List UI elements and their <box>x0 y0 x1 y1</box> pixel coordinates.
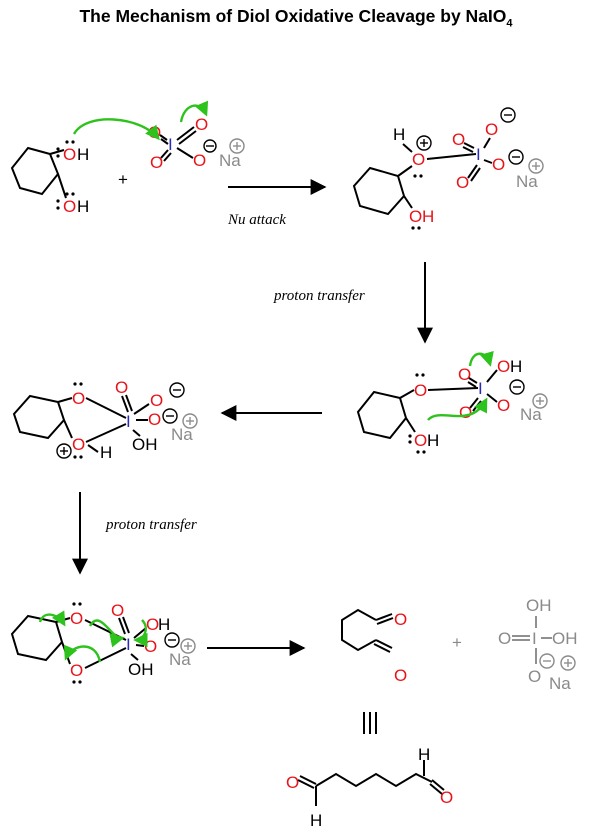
curved-arrow <box>179 100 209 123</box>
oxygen-label: O <box>414 431 427 450</box>
hydroxyl-label: OH <box>132 435 158 454</box>
oxygen-label: O <box>146 615 159 634</box>
caption-proton-transfer-1: proton transfer <box>273 288 365 304</box>
title-text: The Mechanism of Diol Oxidative Cleavage… <box>79 6 507 26</box>
oxygen-label: O <box>459 403 472 422</box>
sodium-label: Na <box>219 151 241 170</box>
oxygen-label: O <box>485 120 498 139</box>
curved-arrow <box>133 619 148 648</box>
iodine-label: I <box>126 635 131 654</box>
hydrogen-label: H <box>422 207 434 226</box>
oxygen-label: O <box>412 150 425 169</box>
oxygen-label: O <box>63 197 76 216</box>
curved-arrow <box>63 644 102 663</box>
dialdehyde-product-linear: O H H O <box>286 745 453 830</box>
oxygen-label: O <box>414 381 427 400</box>
oxygen-label: O <box>148 410 161 429</box>
caption-nu-attack: Nu attack <box>227 212 286 228</box>
oxygen-label: O <box>456 173 469 192</box>
oxygen-label: O <box>497 396 510 415</box>
oxygen-label: O <box>492 155 505 174</box>
sodium-label: Na <box>171 425 193 444</box>
title-subscript: 4 <box>506 17 513 30</box>
hydrogen-label: H <box>77 145 89 164</box>
hydrogen-label: H <box>158 615 170 634</box>
oxygen-label: O <box>193 151 206 170</box>
cyclohexane-ring <box>356 390 408 440</box>
oxygen-label: O <box>72 389 85 408</box>
curved-arrow <box>72 118 160 141</box>
oxygen-label: O <box>452 130 465 149</box>
oxygen-label: O <box>111 601 124 620</box>
hydroxyl-label: OH <box>128 660 154 679</box>
oxygen-label: O <box>63 145 76 164</box>
iodic-acid-byproduct: OH O I OH O Na <box>498 596 578 693</box>
diagram-title: The Mechanism of Diol Oxidative Cleavage… <box>0 6 592 30</box>
dialdehyde-product-skeletal: O O <box>341 608 407 685</box>
cyclohexane-ring <box>12 394 66 440</box>
intermediate-adduct-1: H O I O O O O Na O H <box>352 107 544 230</box>
oxygen-label: O <box>195 115 208 134</box>
hydrogen-label: H <box>427 431 439 450</box>
oxygen-label: O <box>150 391 163 410</box>
iodine-label: I <box>476 145 481 164</box>
diol-reactant: O H O H <box>10 140 89 216</box>
cyclohexane-ring <box>10 146 60 196</box>
sodium-label: Na <box>516 172 538 191</box>
oxygen-label: O <box>409 207 422 226</box>
oxygen-label: O <box>286 773 299 792</box>
hydroxyl-label: OH <box>526 596 552 615</box>
oxygen-label: O <box>394 666 407 685</box>
sodium-label: Na <box>549 674 571 693</box>
iodine-label: I <box>478 379 483 398</box>
sodium-label: Na <box>520 405 542 424</box>
equivalence-sign <box>363 712 377 734</box>
curved-arrow <box>88 619 125 648</box>
sodium-label: Na <box>169 650 191 669</box>
hydrogen-label: H <box>510 357 522 376</box>
iodine-label: I <box>532 629 537 648</box>
cyclic-periodate-ester: O O I O O O OH Na H <box>12 378 198 462</box>
cyclohexane-ring <box>352 166 406 216</box>
caption-proton-transfer-2: proton transfer <box>105 517 197 533</box>
oxygen-label: O <box>394 610 407 629</box>
oxygen-label: O <box>458 365 471 384</box>
fragmentation-complex: O O I O O H O OH Na <box>10 601 196 684</box>
oxygen-label: O <box>150 153 163 172</box>
periodate-reactant: I O O O O Na <box>148 115 245 172</box>
hydroxyl-label: OH <box>552 629 578 648</box>
cyclohexane-ring <box>10 614 64 662</box>
oxygen-label: O <box>148 123 161 142</box>
iodine-label: I <box>126 412 131 431</box>
oxygen-label: O <box>144 637 157 656</box>
carbon-chain <box>315 772 433 788</box>
oxygen-label: O <box>498 629 511 648</box>
curved-arrow <box>468 350 494 367</box>
oxygen-label: O <box>528 667 541 686</box>
oxygen-label: O <box>72 435 85 454</box>
hydrogen-label: H <box>100 443 112 462</box>
oxygen-label: O <box>70 609 83 628</box>
hydrogen-label: H <box>393 125 405 144</box>
carbon-chain <box>341 608 377 652</box>
hydrogen-label: H <box>77 197 89 216</box>
hydrogen-label: H <box>310 811 322 830</box>
curved-arrow <box>38 610 66 627</box>
iodine-label: I <box>168 135 173 154</box>
hydrogen-label: H <box>418 745 430 764</box>
intermediate-adduct-2: O I O O H O O Na O H <box>356 357 548 454</box>
plus-sign: + <box>452 633 462 652</box>
oxygen-label: O <box>497 357 510 376</box>
curved-arrow <box>427 397 488 421</box>
oxygen-label: O <box>440 788 453 807</box>
plus-sign: + <box>118 170 128 189</box>
oxygen-label: O <box>70 661 83 680</box>
oxygen-label: O <box>115 378 128 397</box>
